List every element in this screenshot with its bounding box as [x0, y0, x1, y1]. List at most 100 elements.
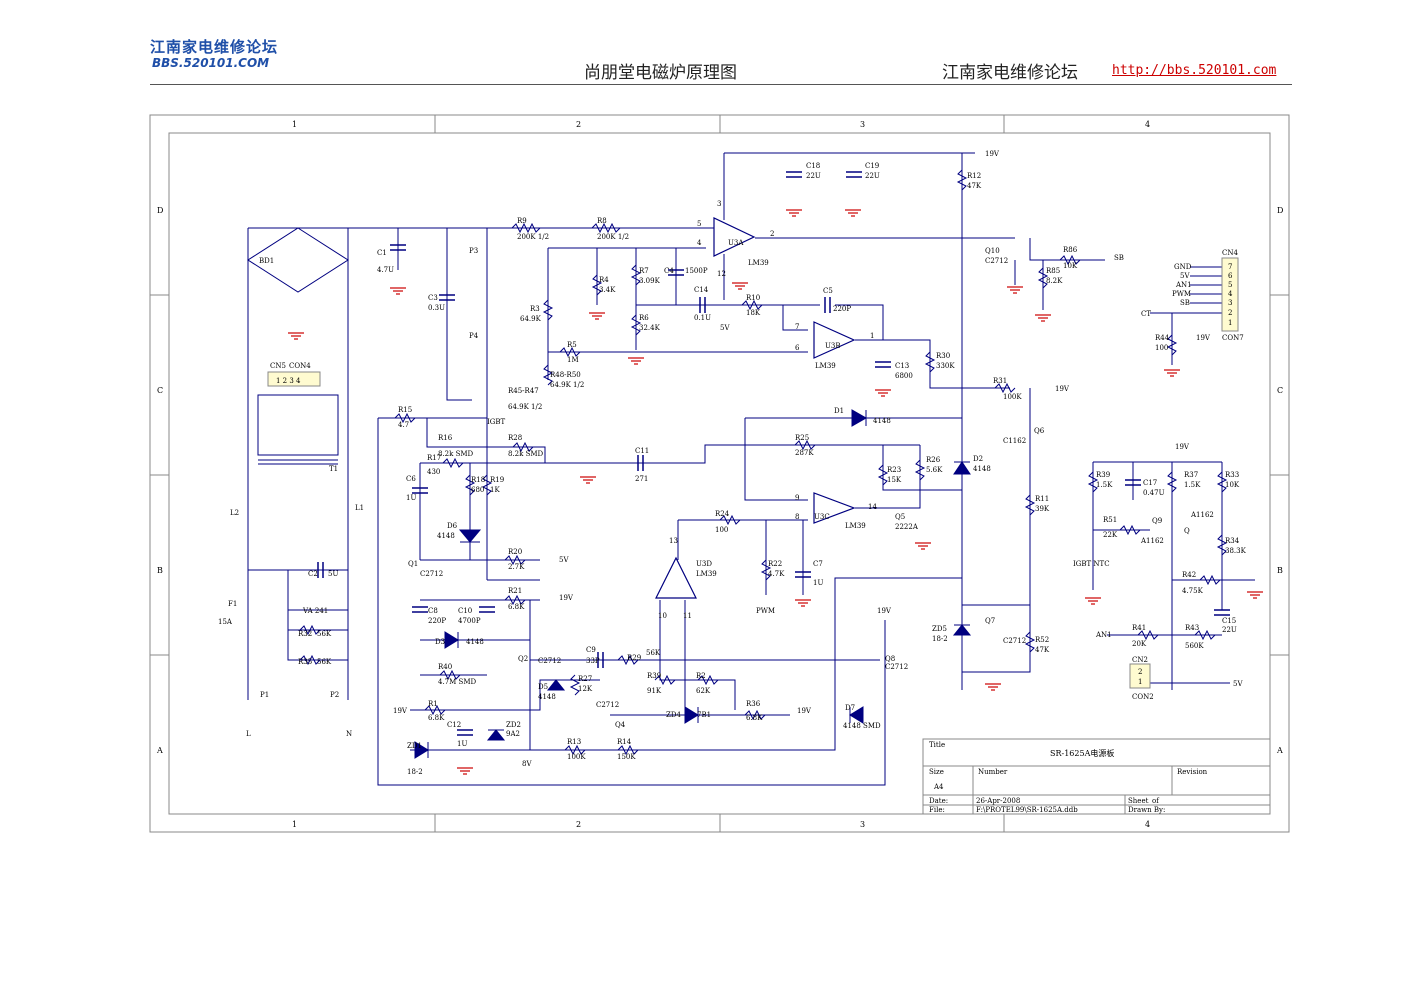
label-r33: R33: [1225, 471, 1239, 479]
label-gnd: GND: [1174, 263, 1192, 271]
label-r44-value: 100: [1155, 344, 1168, 352]
label-19v-top: 19V: [985, 150, 1000, 158]
label-r17: R17: [427, 454, 441, 462]
label-r6-value: 32.4K: [639, 324, 661, 332]
label-c15-value: 22U: [1222, 626, 1237, 634]
label-q2: Q2: [518, 655, 528, 663]
label-p2: P2: [330, 691, 339, 699]
drawing-frame: 1 2 3 4 1 2 3 4 D C B A D C B A: [149, 114, 1290, 833]
label-va: VA 241: [302, 607, 328, 615]
resistor-symbols: [299, 169, 1228, 756]
label-r42-value: 4.75K: [1182, 587, 1204, 595]
label-r51-value: 22K: [1103, 531, 1118, 539]
capacitor-symbols: [317, 171, 1230, 736]
label-c5: C5: [823, 287, 833, 295]
label-c19-value: 22U: [865, 172, 880, 180]
label-f1: F1: [228, 600, 237, 608]
date-value: 26-Apr-2008: [976, 797, 1020, 805]
diode-symbols: [414, 409, 972, 759]
label-c9-value: 33P: [586, 657, 600, 665]
label-r4-value: 3.4K: [599, 286, 616, 294]
frame-row-right-a: A: [1276, 746, 1283, 755]
label-lm39-b: LM39: [815, 362, 836, 370]
label-q10: Q10: [985, 247, 1000, 255]
label-r48-value: 64.9K 1/2: [550, 381, 584, 389]
label-r34-value: 38.3K: [1225, 547, 1247, 555]
label-r30: R30: [936, 352, 950, 360]
date-caption: Date:: [929, 797, 948, 805]
label-pin14: 14: [868, 503, 877, 511]
label-c13: C13: [895, 362, 909, 370]
label-d1-value: 4148: [873, 417, 891, 425]
label-l2: L2: [230, 509, 239, 517]
label-cn4-pin5: 5: [1228, 281, 1232, 289]
forum-link[interactable]: http://bbs.520101.com: [1112, 63, 1277, 78]
label-c8: C8: [428, 607, 438, 615]
label-r32-value: 56K: [317, 630, 332, 638]
label-d7: D7: [845, 704, 855, 712]
label-c5-value: 220P: [833, 305, 851, 313]
label-zd4: ZD4: [666, 711, 681, 719]
label-c3-value: 0.3U: [428, 304, 445, 312]
page-header: 江南家电维修论坛 BBS.520101.COM 尚朋堂电磁炉原理图 江南家电维修…: [0, 0, 1404, 90]
label-r24: R24: [715, 510, 730, 518]
label-n-term: N: [346, 730, 352, 738]
label-r42: R42: [1182, 571, 1196, 579]
label-c10-value: 4700P: [458, 617, 481, 625]
frame-row-left-b: B: [157, 566, 163, 575]
label-u3c: U3C: [814, 513, 830, 521]
label-an1-r: AN1: [1095, 631, 1112, 639]
frame-row-left-d: D: [157, 206, 163, 215]
label-r22-value: 4.7K: [768, 570, 785, 578]
label-r30-value: 330K: [936, 362, 955, 370]
label-r28-value: 8.2k SMD: [508, 450, 544, 458]
label-cn2: CN2: [1132, 656, 1148, 664]
label-zd1-value: 18-2: [407, 768, 423, 776]
label-r6: R6: [639, 314, 649, 322]
label-pin13: 13: [669, 537, 678, 545]
label-pwm-cn: PWM: [1172, 290, 1191, 298]
label-r25: R25: [795, 434, 809, 442]
label-r45-value: 64.9K 1/2: [508, 403, 542, 411]
label-cn4-pin2: 2: [1228, 309, 1232, 317]
label-19v-q8: 19V: [877, 607, 892, 615]
revision-caption: Revision: [1177, 768, 1208, 776]
label-r22: R22: [768, 560, 782, 568]
label-r27-value: 12K: [578, 685, 593, 693]
label-r5-value: 1M: [567, 356, 579, 364]
label-q1: Q1: [408, 560, 418, 568]
label-c11-value: 271: [635, 475, 648, 483]
label-r45: R45-R47: [508, 387, 539, 395]
label-19v-r31: 19V: [1055, 385, 1070, 393]
label-zd1: ZD1: [407, 742, 422, 750]
label-r9: R9: [517, 217, 527, 225]
frame-col-bot-1: 1: [292, 820, 297, 829]
label-r31: R31: [993, 377, 1007, 385]
label-con-pins: 1 2 3 4: [276, 377, 301, 385]
label-r10-value: 18K: [746, 309, 761, 317]
label-r7-value: 3.09K: [639, 277, 661, 285]
frame-row-right-d: D: [1277, 206, 1283, 215]
frame-row-right-b: B: [1277, 566, 1283, 575]
label-r16-value: 8.2k SMD: [438, 450, 474, 458]
component-labels: BD1 C1 4.7U C3 0.3U P3 P4 R9 200K 1/2 R8…: [218, 150, 1247, 776]
label-r28: R28: [508, 434, 522, 442]
label-pin1: 1: [870, 332, 874, 340]
forum-logo-text: 江南家电维修论坛: [150, 38, 279, 56]
label-r17-value: 430: [427, 468, 440, 476]
label-pin6: 6: [795, 344, 800, 352]
label-r2: R2: [696, 672, 706, 680]
label-r18-value: 680: [471, 486, 484, 494]
label-19v-cn: 19V: [1196, 334, 1211, 342]
label-q4: Q4: [615, 721, 626, 729]
frame-row-left-a: A: [156, 746, 163, 755]
comparator-symbols: [655, 217, 856, 599]
label-r29-value: 56K: [646, 649, 661, 657]
label-r43-value: 560K: [1185, 642, 1204, 650]
label-q5: Q5: [895, 513, 905, 521]
label-c6-value: 1U: [406, 494, 416, 502]
label-c11: C11: [635, 447, 649, 455]
label-5v-mid: 5V: [720, 324, 730, 332]
label-c14-value: 0.1U: [694, 314, 711, 322]
frame-row-left-c: C: [157, 386, 163, 395]
